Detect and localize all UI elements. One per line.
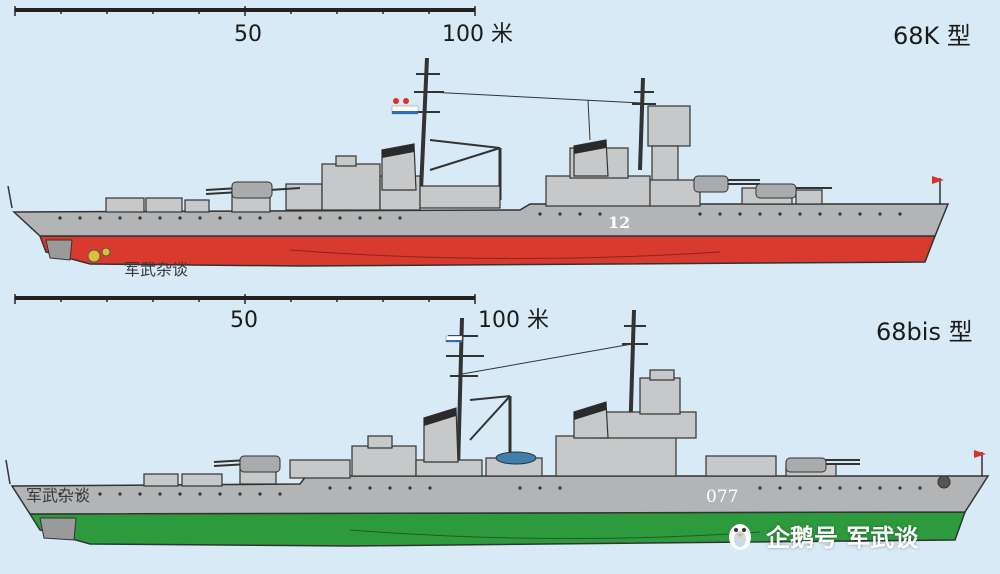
ship-68k-hull-number: 12 xyxy=(608,213,630,232)
ship-68k: 12 xyxy=(7,57,950,267)
penguin-icon xyxy=(729,524,751,550)
scale-bar-bottom xyxy=(14,294,476,304)
scale-bottom-mid-label: 50 xyxy=(230,308,258,333)
ship-68k-masts xyxy=(7,57,941,209)
scale-bottom-end-label: 100 米 xyxy=(478,308,549,333)
ship-68bis-hull-number: 077 xyxy=(706,487,738,507)
ship-68bis-watermark: 军武杂谈 xyxy=(26,486,91,505)
scale-top-mid-label: 50 xyxy=(234,22,262,47)
ship-68bis: 077 xyxy=(5,309,990,547)
ship-68k-watermark: 军武杂谈 xyxy=(124,260,189,279)
ship-68bis-masts xyxy=(5,309,983,485)
ship-68k-model-label: 68K 型 xyxy=(893,22,971,50)
footer-watermark-text: 企鹅号 军武谈 xyxy=(766,523,919,552)
scale-top-end-label: 100 米 xyxy=(442,22,513,47)
ship-68bis-upper-hull xyxy=(10,475,990,515)
scale-bar-top xyxy=(14,6,476,16)
footer-watermark: 企鹅号 军武谈 xyxy=(722,517,918,553)
ship-68bis-model-label: 68bis 型 xyxy=(876,318,973,346)
